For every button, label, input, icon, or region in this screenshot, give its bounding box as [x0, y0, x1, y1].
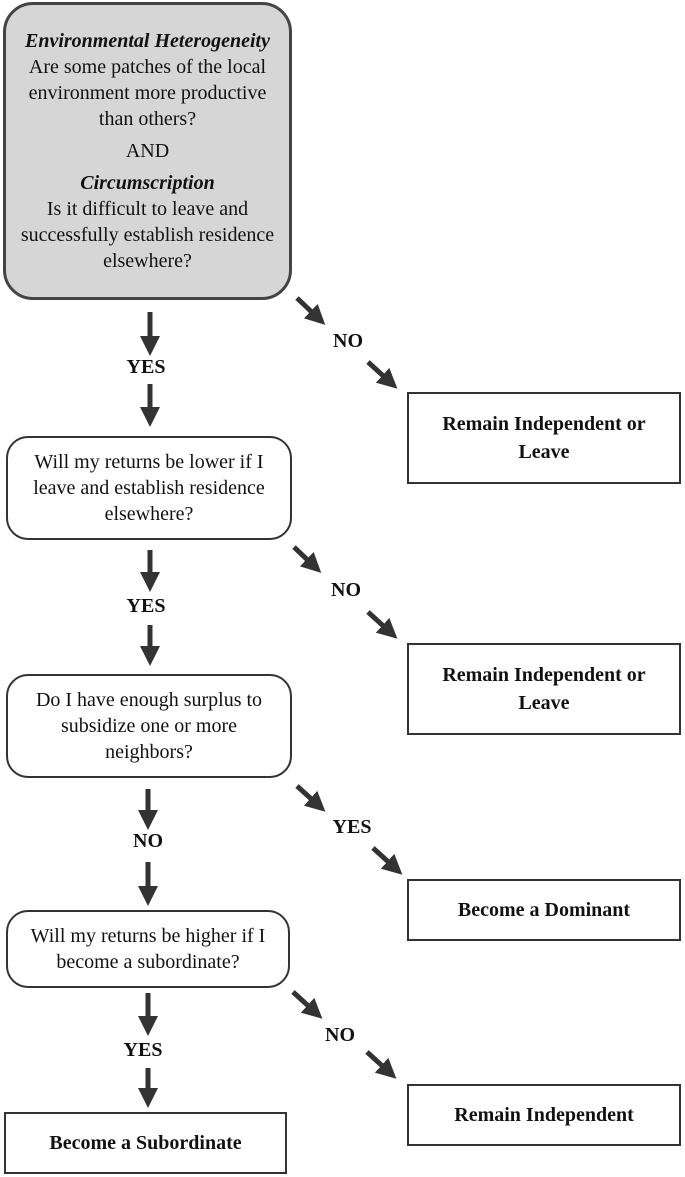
arrow-q4-right-b: [365, 1050, 397, 1079]
arrow-q1-right-b: [366, 360, 398, 389]
outcome-1-text: Remain Independent or Leave: [442, 413, 646, 463]
question-3-box: Do I have enough surplus to subsidize on…: [6, 674, 292, 778]
outcome-5-text: Become a Subordinate: [49, 1132, 242, 1154]
q1-text-circumscription: Is it difficult to leave and successfull…: [20, 198, 275, 272]
outcome-4-text: Remain Independent: [454, 1104, 634, 1126]
label-q2-no: NO: [331, 579, 361, 601]
label-q2-yes: YES: [126, 595, 166, 617]
arrow-q3-right-a: [295, 784, 326, 812]
question-4-box: Will my returns be higher if I become a …: [6, 910, 290, 988]
outcome-remain-independent: Remain Independent: [407, 1084, 681, 1146]
q1-and: AND: [125, 140, 170, 162]
q4-text: Will my returns be higher if I become a …: [30, 925, 266, 973]
question-1-box: Environmental Heterogeneity Are some pat…: [3, 2, 292, 300]
q2-text: Will my returns be lower if I leave and …: [33, 451, 265, 525]
outcome-3-text: Become a Dominant: [457, 899, 631, 921]
outcome-2-text: Remain Independent or Leave: [442, 664, 646, 714]
outcome-remain-independent-or-leave-2: Remain Independent or Leave: [407, 643, 681, 735]
label-q3-no: NO: [133, 830, 163, 852]
outcome-remain-independent-or-leave-1: Remain Independent or Leave: [407, 392, 681, 484]
label-q4-yes: YES: [123, 1039, 163, 1061]
arrow-q4-right-a: [291, 990, 323, 1019]
arrow-q2-right-a: [292, 545, 322, 573]
label-q1-yes: YES: [126, 356, 166, 378]
arrow-q3-right-b: [371, 846, 403, 875]
label-q3-yes: YES: [332, 816, 372, 838]
label-q1-no: NO: [333, 330, 363, 352]
outcome-become-dominant: Become a Dominant: [407, 879, 681, 941]
arrow-q2-right-b: [366, 610, 398, 639]
q1-title-heterogeneity: Environmental Heterogeneity: [25, 30, 270, 52]
q1-text-heterogeneity: Are some patches of the local environmen…: [28, 56, 267, 130]
label-q4-no: NO: [325, 1024, 355, 1046]
outcome-become-subordinate: Become a Subordinate: [4, 1112, 287, 1174]
q1-title-circumscription: Circumscription: [80, 172, 215, 194]
q3-text: Do I have enough surplus to subsidize on…: [35, 689, 263, 763]
question-2-box: Will my returns be lower if I leave and …: [6, 436, 292, 540]
arrow-q1-right-a: [295, 296, 326, 325]
